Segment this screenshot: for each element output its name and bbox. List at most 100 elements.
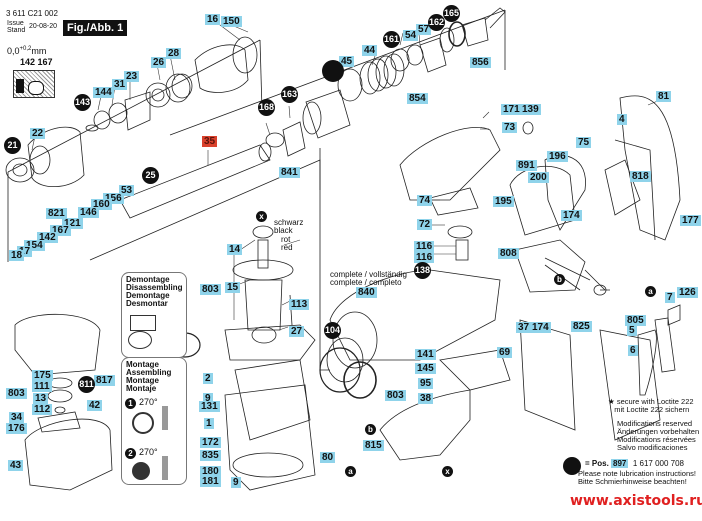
part-label-113[interactable]: 113	[289, 299, 310, 310]
part-label-126[interactable]: 126	[677, 287, 698, 298]
lube-bubble-811[interactable]: 811	[78, 376, 95, 393]
part-label-73[interactable]: 73	[502, 122, 518, 133]
part-label-144[interactable]: 144	[93, 87, 114, 98]
lube-bubble-143[interactable]: 143	[74, 94, 91, 111]
part-label-177[interactable]: 177	[680, 215, 701, 226]
part-label-180[interactable]: 180	[200, 466, 221, 477]
part-label-42[interactable]: 42	[87, 400, 103, 411]
part-label-818[interactable]: 818	[630, 171, 651, 182]
part-label-803-motor[interactable]: 803	[200, 284, 221, 295]
part-label-5[interactable]: 5	[627, 325, 637, 336]
lube-bubble-25[interactable]: 25	[142, 167, 159, 184]
part-label-841[interactable]: 841	[279, 167, 300, 178]
lube-bubble-168[interactable]: 168	[258, 99, 275, 116]
part-label-171[interactable]: 171	[501, 104, 522, 115]
part-label-9[interactable]: 9	[203, 393, 213, 404]
part-label-6[interactable]: 6	[628, 345, 638, 356]
part-label-37[interactable]: 37	[516, 322, 532, 333]
part-label-4[interactable]: 4	[617, 114, 627, 125]
part-label-74[interactable]: 74	[417, 195, 433, 206]
part-label-154[interactable]: 154	[24, 240, 45, 251]
part-label-1[interactable]: 1	[204, 418, 214, 429]
part-label-803-gear[interactable]: 803	[385, 390, 406, 401]
part-label-121[interactable]: 121	[62, 218, 83, 229]
part-label-9b[interactable]: 9	[231, 477, 241, 488]
part-label-856[interactable]: 856	[470, 57, 491, 68]
part-label-75[interactable]: 75	[576, 137, 592, 148]
part-label-167[interactable]: 167	[50, 225, 71, 236]
watermark-link[interactable]: www.axistools.ru	[570, 493, 702, 509]
part-label-116b[interactable]: 116	[414, 252, 435, 263]
part-label-803-lower[interactable]: 803	[6, 388, 27, 399]
part-label-35-highlighted[interactable]: 35	[202, 136, 218, 147]
part-label-131[interactable]: 131	[199, 401, 220, 412]
part-label-72[interactable]: 72	[417, 219, 433, 230]
lube-bubble-21[interactable]: 21	[4, 137, 21, 154]
part-label-141[interactable]: 141	[415, 349, 436, 360]
wire-marker-x: x	[256, 211, 267, 222]
part-label-817[interactable]: 817	[94, 375, 115, 386]
part-label-38[interactable]: 38	[418, 393, 434, 404]
part-label-22[interactable]: 22	[30, 128, 46, 139]
part-label-81[interactable]: 81	[656, 91, 672, 102]
part-label-7[interactable]: 7	[665, 292, 675, 303]
part-label-15[interactable]: 15	[225, 282, 241, 293]
part-label-57[interactable]: 57	[416, 24, 432, 35]
pos-number[interactable]: 897	[611, 459, 629, 468]
part-label-146[interactable]: 146	[78, 207, 99, 218]
part-label-27[interactable]: 27	[289, 326, 305, 337]
part-label-835[interactable]: 835	[200, 450, 221, 461]
part-label-116[interactable]: 116	[414, 241, 435, 252]
part-label-825[interactable]: 825	[571, 321, 592, 332]
part-label-31[interactable]: 31	[112, 79, 128, 90]
part-label-112[interactable]: 112	[32, 404, 53, 415]
part-label-139[interactable]: 139	[520, 104, 541, 115]
part-label-854[interactable]: 854	[407, 93, 428, 104]
part-label-156[interactable]: 156	[103, 193, 124, 204]
lube-bubble-165[interactable]: 165	[443, 5, 460, 22]
part-label-34[interactable]: 34	[9, 412, 25, 423]
part-label-200[interactable]: 200	[528, 172, 549, 183]
part-label-174b[interactable]: 174	[530, 322, 551, 333]
part-label-174[interactable]: 174	[561, 210, 582, 221]
part-label-2[interactable]: 2	[203, 373, 213, 384]
lube-bubble-162[interactable]: 162	[428, 14, 445, 31]
part-label-44[interactable]: 44	[362, 45, 378, 56]
part-label-142[interactable]: 142	[37, 232, 58, 243]
part-label-172[interactable]: 172	[200, 437, 221, 448]
part-label-53[interactable]: 53	[119, 185, 135, 196]
part-label-891[interactable]: 891	[516, 160, 537, 171]
part-label-808[interactable]: 808	[498, 248, 519, 259]
lube-bubble-163[interactable]: 163	[281, 86, 298, 103]
part-label-175[interactable]: 175	[32, 370, 53, 381]
part-label-13[interactable]: 13	[33, 393, 49, 404]
part-label-805[interactable]: 805	[625, 315, 646, 326]
part-label-28[interactable]: 28	[166, 48, 182, 59]
part-label-14[interactable]: 14	[227, 244, 243, 255]
lube-bubble-161[interactable]: 161	[383, 31, 400, 48]
lube-bubble-138[interactable]: 138	[414, 262, 431, 279]
part-label-54[interactable]: 54	[403, 30, 419, 41]
part-label-16[interactable]: 16	[205, 14, 221, 25]
part-label-176[interactable]: 176	[6, 423, 27, 434]
part-label-95[interactable]: 95	[418, 378, 434, 389]
part-label-150[interactable]: 150	[221, 16, 242, 27]
part-label-160[interactable]: 160	[91, 199, 112, 210]
part-label-69[interactable]: 69	[497, 347, 513, 358]
part-label-17[interactable]: 17	[17, 246, 33, 257]
part-label-815[interactable]: 815	[363, 440, 384, 451]
part-label-840[interactable]: 840	[356, 287, 377, 298]
part-label-821[interactable]: 821	[46, 208, 67, 219]
part-label-18[interactable]: 18	[9, 250, 25, 261]
part-label-80[interactable]: 80	[320, 452, 336, 463]
part-label-145[interactable]: 145	[415, 363, 436, 374]
part-label-45[interactable]: 45	[339, 56, 355, 67]
part-label-196[interactable]: 196	[547, 151, 568, 162]
part-label-181[interactable]: 181	[200, 476, 221, 487]
part-label-195[interactable]: 195	[493, 196, 514, 207]
part-label-43[interactable]: 43	[8, 460, 24, 471]
part-label-26[interactable]: 26	[151, 57, 167, 68]
lube-bubble-104[interactable]: 104	[324, 322, 341, 339]
part-label-111[interactable]: 111	[32, 381, 52, 392]
part-label-23[interactable]: 23	[124, 71, 140, 82]
